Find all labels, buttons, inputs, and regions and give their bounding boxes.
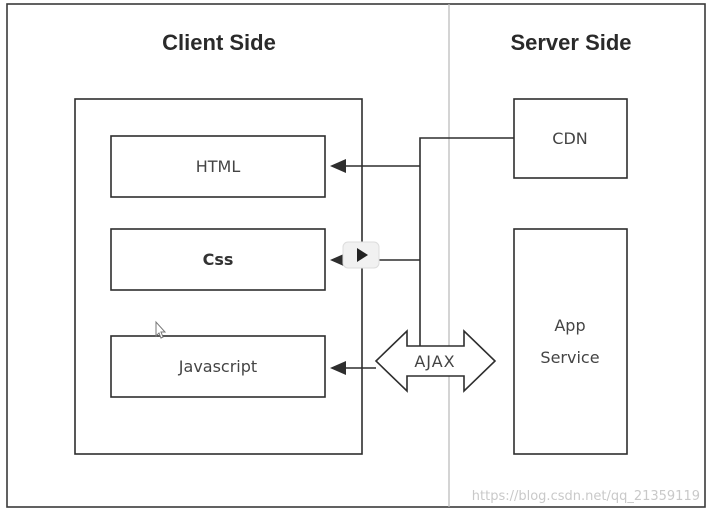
javascript-arrowhead <box>330 361 346 375</box>
app-label: App <box>554 316 585 335</box>
mouse-cursor-icon <box>155 320 167 339</box>
css-label: Css <box>203 250 234 269</box>
outer-frame <box>6 3 706 508</box>
watermark-text: https://blog.csdn.net/qq_21359119 <box>472 489 700 504</box>
html-label: HTML <box>196 157 241 176</box>
html-arrowhead <box>330 159 346 173</box>
server-side-title: Server Side <box>510 30 631 55</box>
play-icon[interactable] <box>342 241 380 269</box>
app-service-box <box>513 228 628 455</box>
client-side-title: Client Side <box>162 30 276 55</box>
javascript-label: Javascript <box>178 357 257 376</box>
ajax-label: AJAX <box>414 352 455 371</box>
cdn-connector <box>419 137 514 346</box>
ajax-double-arrow <box>374 329 497 393</box>
cdn-label: CDN <box>552 129 587 148</box>
css-box <box>110 228 326 291</box>
javascript-box <box>110 335 326 398</box>
service-label: Service <box>540 348 599 367</box>
css-arrowhead <box>330 253 346 267</box>
html-box <box>110 135 326 198</box>
